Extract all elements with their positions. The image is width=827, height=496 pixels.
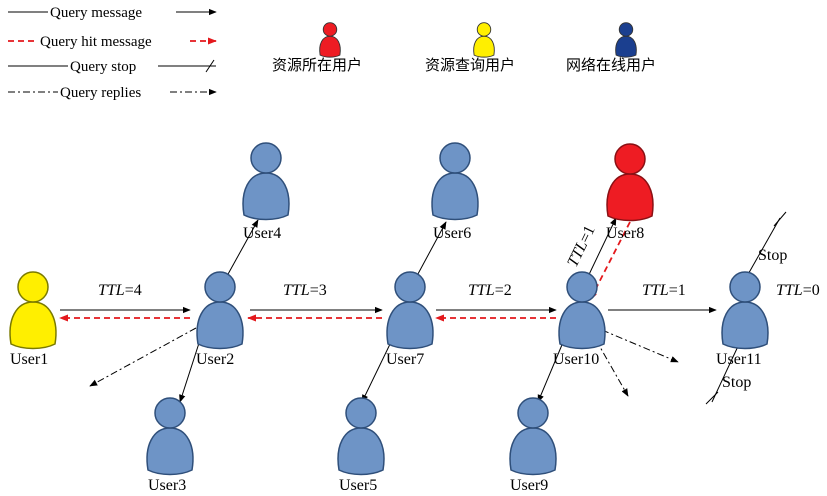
legend-query-stop-label: Query stop [70,59,136,75]
user9-node: User9 [509,397,557,494]
user2-label: User2 [196,351,234,368]
user8-node: User8 [606,143,654,242]
user1-label: User1 [10,351,48,368]
stop-label-bottom: Stop [722,374,751,391]
legend-online-user: 网络在线用户 [566,22,656,74]
red-user-icon [319,22,341,58]
ttl-label-1-branch: TTL=1 [564,223,598,270]
user10-label: User10 [553,351,599,368]
legend-resource-requester: 资源查询用户 [425,22,515,74]
legend-query-replies-label: Query replies [60,85,141,101]
user-icon [509,397,557,476]
user11-node: User11 [716,271,769,368]
legend-online-user-label: 网络在线用户 [566,56,656,74]
user4-label: User4 [243,225,281,242]
legend-query-hit-message: Query hit message [8,34,217,50]
user7-label: User7 [386,351,424,368]
stop-slash-icon [205,59,215,73]
legend-query-message: Query message [8,5,217,21]
stop-labels: Stop Stop [722,247,787,391]
user-icon [146,397,194,476]
legend-query-replies: Query replies [8,85,217,101]
stop-label-top: Stop [758,247,787,264]
user6-label: User6 [433,225,471,242]
user-icon [558,271,606,350]
user-icon [337,397,385,476]
stop-slash-top-icon [773,211,787,227]
query-edge-user10-user9 [537,339,565,403]
user7-node: User7 [386,271,434,368]
legend-resource-requester-label: 资源查询用户 [425,56,515,74]
stop-slash-bottom-icon [705,391,719,405]
user-icon [431,142,479,221]
query-edge-user7-user5 [361,339,393,403]
stop-edge-user11-down [711,341,741,403]
legend-query-stop: Query stop [8,59,216,75]
query-edge-user2-user3 [179,339,201,403]
user-icon [242,142,290,221]
reply-edge-user2 [89,327,197,387]
blue-user-icon [615,22,637,58]
yellow-user-icon [473,22,495,58]
yellow-user-icon [9,271,57,350]
user3-label: User3 [148,477,186,494]
user-icon [196,271,244,350]
nodes: User1 User2 User3 User4 User5 [9,142,769,494]
ttl-label-4: TTL=4 [98,282,142,299]
ttl-label-0: TTL=0 [776,282,820,299]
red-user-icon [606,143,654,222]
user11-label: User11 [716,351,762,368]
user6-node: User6 [431,142,479,242]
reply-edge-user10-down [595,339,629,397]
user-icon [721,271,769,350]
user10-node: User10 [553,271,606,368]
ttl-label-1-main: TTL=1 [642,282,686,299]
ttl-label-3: TTL=3 [283,282,327,299]
legend-resource-owner-label: 资源所在用户 [272,56,362,74]
user5-node: User5 [337,397,385,494]
user-icon [386,271,434,350]
user5-label: User5 [339,477,377,494]
user3-node: User3 [146,397,194,494]
user4-node: User4 [242,142,290,242]
reply-edge-user10-right [601,329,679,363]
legend-query-hit-label: Query hit message [40,34,152,50]
user8-label: User8 [606,225,644,242]
user1-node: User1 [9,271,57,368]
user2-node: User2 [196,271,244,368]
legend: Query message Query hit message Query st… [8,5,656,101]
legend-query-message-label: Query message [50,5,142,21]
user9-label: User9 [510,477,548,494]
legend-resource-owner: 资源所在用户 [272,22,362,74]
ttl-label-2: TTL=2 [468,282,512,299]
ttl-labels: TTL=4 TTL=3 TTL=2 TTL=1 TTL=0 TTL=1 [98,223,820,299]
